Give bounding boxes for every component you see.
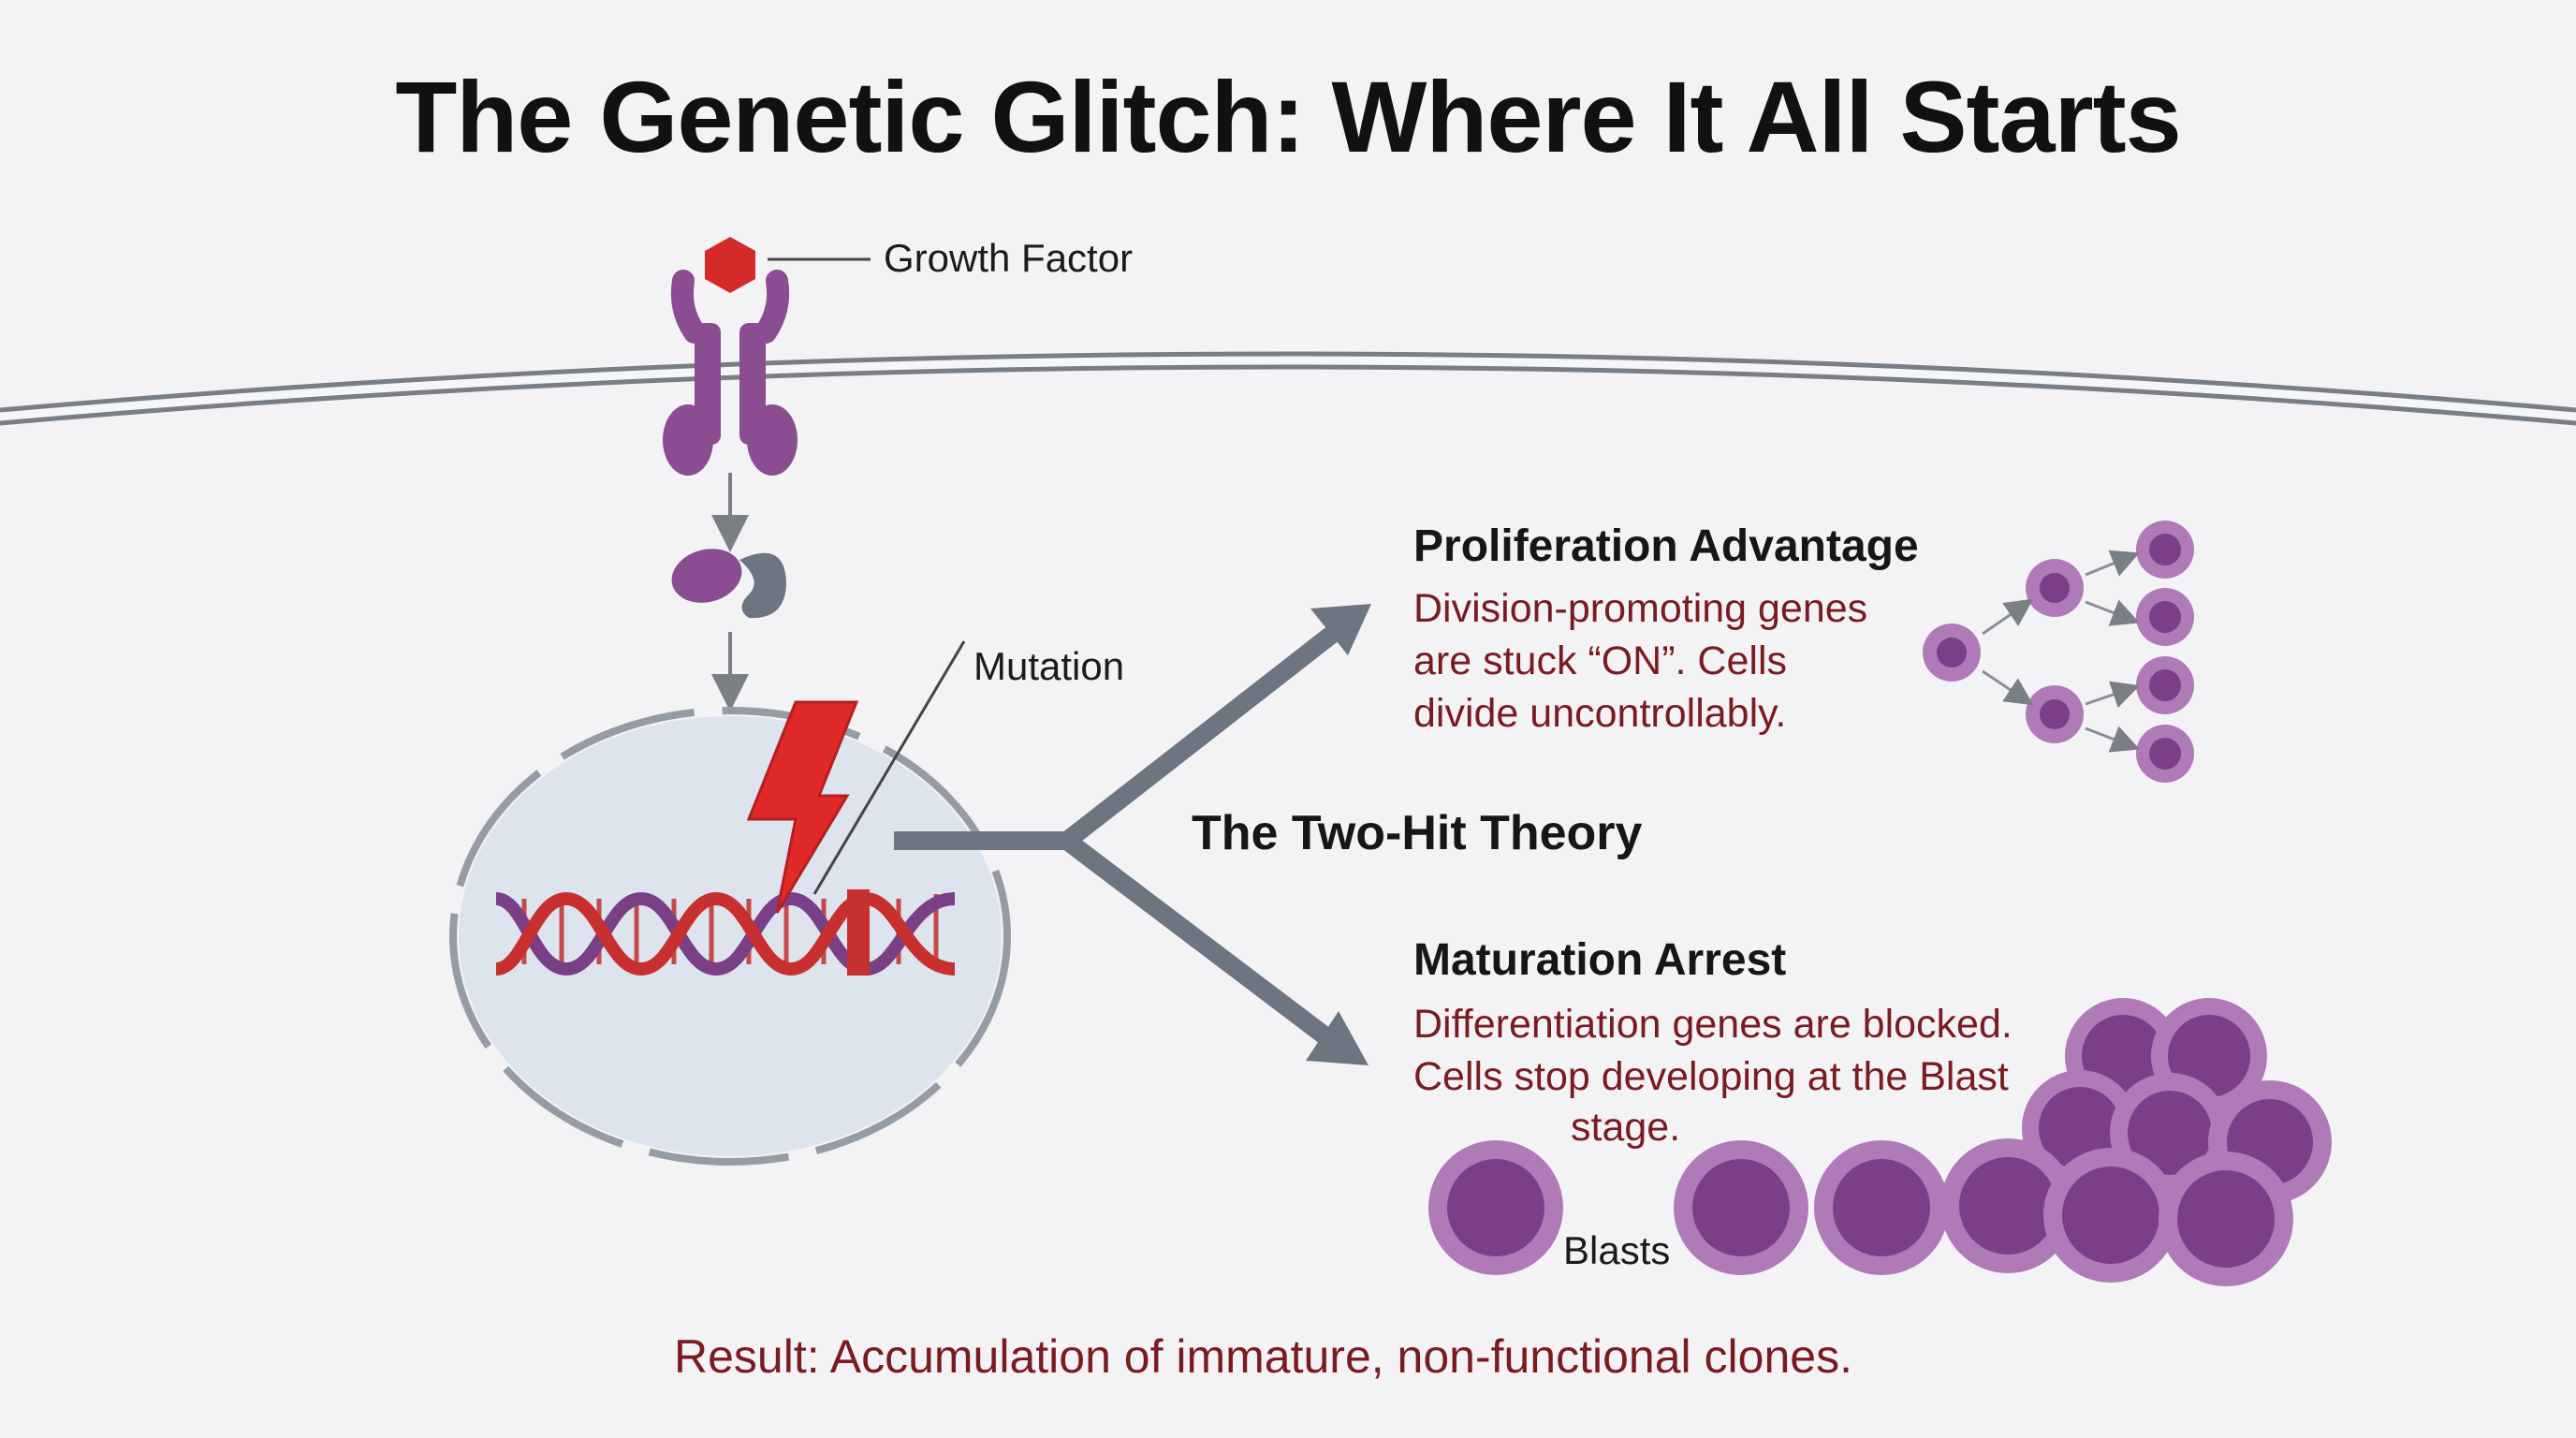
- blast-cells-icon: [1428, 998, 2332, 1286]
- mutation-label: Mutation: [973, 644, 1125, 688]
- maturation-desc-line-1: Differentiation genes are blocked.: [1413, 1002, 2012, 1047]
- proliferation-desc-line-2: are stuck “ON”. Cells: [1413, 638, 1788, 683]
- mutation-leader: [812, 640, 966, 895]
- page-title: The Genetic Glitch: Where It All Starts: [395, 60, 2181, 173]
- signaling-protein-icon: [671, 549, 786, 619]
- proliferation-cells-icon: [1923, 521, 2194, 783]
- cell-membrane: [0, 351, 2576, 426]
- proliferation-desc-line-3: divide uncontrollably.: [1413, 691, 1787, 736]
- proliferation-desc-line-1: Division-promoting genes: [1413, 586, 1868, 631]
- proliferation-heading: Proliferation Advantage: [1413, 521, 1919, 571]
- mutation-lightning-icon: [746, 700, 859, 914]
- maturation-desc-line-2: Cells stop developing at the Blast: [1413, 1054, 2009, 1099]
- receptor-icon: [663, 270, 798, 476]
- maturation-heading: Maturation Arrest: [1413, 935, 1787, 985]
- growth-factor-label: Growth Factor: [884, 236, 1134, 280]
- result-statement: Result: Accumulation of immature, non-fu…: [674, 1330, 1852, 1383]
- growth-factor-icon: [705, 237, 755, 293]
- nucleus: [449, 707, 1011, 1166]
- two-hit-theory-label: The Two-Hit Theory: [1192, 806, 1643, 860]
- maturation-desc-line-3: stage.: [1571, 1105, 1681, 1150]
- blasts-label: Blasts: [1563, 1228, 1671, 1272]
- two-hit-branch-arrows: [894, 604, 1371, 1065]
- dna-helix-icon: [494, 889, 956, 976]
